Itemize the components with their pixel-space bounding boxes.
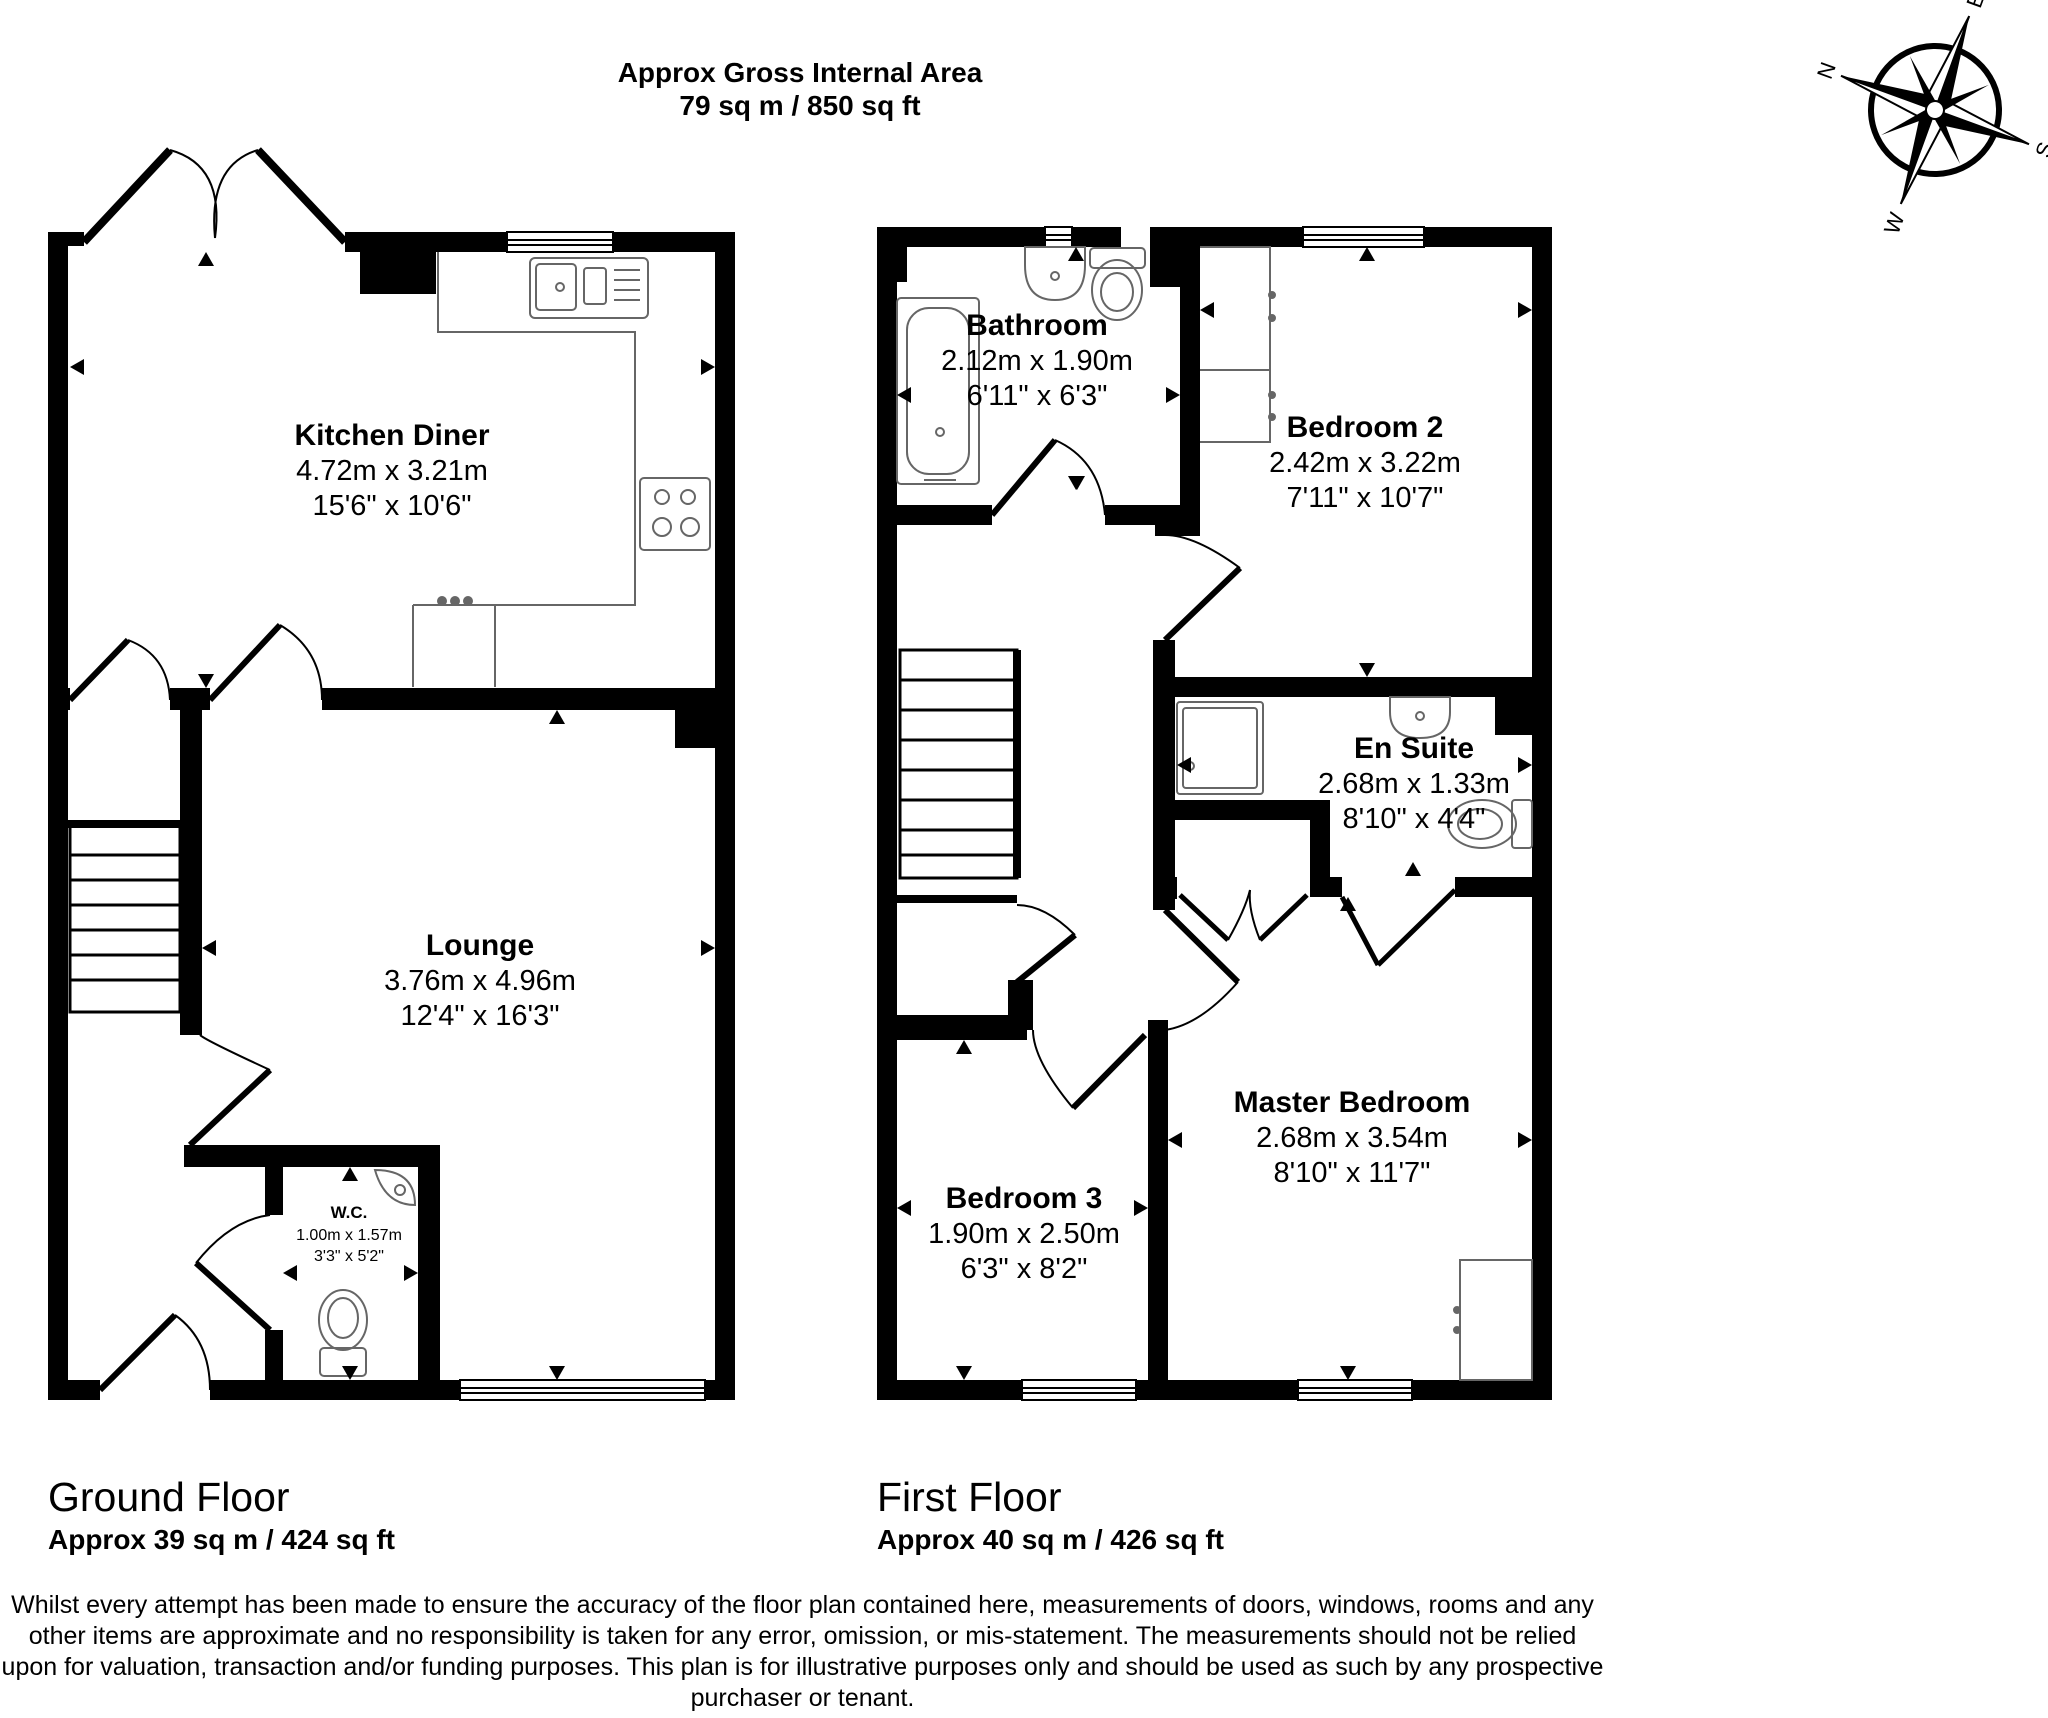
wc-fittings	[318, 1168, 417, 1377]
ground-floor-area: Approx 39 sq m / 424 sq ft	[48, 1524, 395, 1555]
ground-floor-plan	[48, 147, 735, 1401]
first-floor-name: First Floor	[877, 1474, 1062, 1520]
compass-s-label: S	[2030, 139, 2048, 161]
compass-w-label: W	[1879, 209, 1910, 237]
room-metric-wc: 1.00m x 1.57m	[296, 1227, 402, 1244]
first-floor-walls	[877, 227, 1552, 1400]
first-floor-area: Approx 40 sq m / 426 sq ft	[877, 1524, 1224, 1555]
room-name-lounge: Lounge	[426, 929, 534, 962]
room-imperial-bedroom3: 6'3" x 8'2"	[961, 1253, 1088, 1285]
room-metric-kitchen: 4.72m x 3.21m	[296, 455, 488, 487]
first-floor-orientation-arrows	[897, 247, 1532, 1380]
ground-floor-doors	[67, 147, 348, 1393]
kitchen-fittings	[412, 252, 711, 687]
room-name-kitchen: Kitchen Diner	[294, 419, 489, 452]
room-metric-lounge: 3.76m x 4.96m	[384, 965, 576, 997]
room-metric-master: 2.68m x 3.54m	[1256, 1122, 1448, 1154]
ground-floor-windows	[459, 231, 706, 1401]
room-name-bedroom2: Bedroom 2	[1287, 411, 1444, 444]
room-imperial-master: 8'10" x 11'7"	[1274, 1157, 1431, 1189]
room-metric-bathroom: 2.12m x 1.90m	[941, 345, 1133, 377]
header-title: Approx Gross Internal Area	[617, 57, 983, 88]
master-fittings	[1453, 1259, 1533, 1381]
first-floor-windows	[1021, 226, 1425, 1401]
ground-floor-orientation-arrows	[70, 252, 715, 1380]
room-name-bedroom3: Bedroom 3	[946, 1182, 1103, 1215]
room-metric-ensuite: 2.68m x 1.33m	[1318, 768, 1510, 800]
room-imperial-ensuite: 8'10" x 4'4"	[1343, 803, 1486, 835]
disclaimer: Whilst every attempt has been made to en…	[1, 1591, 1604, 1712]
room-imperial-bedroom2: 7'11" x 10'7"	[1287, 482, 1444, 514]
compass-star-icon	[1840, 15, 2030, 205]
first-floor-stairs	[898, 648, 1021, 880]
compass-rose: N E S W	[1812, 0, 2048, 237]
room-imperial-bathroom: 6'11" x 6'3"	[967, 380, 1108, 412]
first-floor-doors	[989, 438, 1457, 1111]
room-imperial-wc: 3'3" x 5'2"	[314, 1248, 384, 1265]
ground-floor-caption: Ground Floor Approx 39 sq m / 424 sq ft	[48, 1474, 395, 1556]
first-floor-plan	[877, 226, 1552, 1401]
room-name-wc: W.C.	[331, 1203, 368, 1222]
bedroom2-fittings	[1200, 246, 1276, 443]
ground-floor-stairs	[68, 820, 182, 1014]
room-imperial-lounge: 12'4" x 16'3"	[400, 1000, 559, 1032]
room-metric-bedroom3: 1.90m x 2.50m	[928, 1218, 1120, 1250]
room-name-ensuite: En Suite	[1354, 732, 1474, 765]
room-labels: Kitchen Diner 4.72m x 3.21m 15'6" x 10'6…	[294, 309, 1509, 1285]
header: Approx Gross Internal Area 79 sq m / 850…	[520, 56, 1080, 122]
compass-n-label: N	[1812, 59, 1841, 82]
room-metric-bedroom2: 2.42m x 3.22m	[1269, 447, 1461, 479]
ground-floor-name: Ground Floor	[48, 1474, 290, 1520]
first-floor-caption: First Floor Approx 40 sq m / 426 sq ft	[877, 1474, 1224, 1556]
room-imperial-kitchen: 15'6" x 10'6"	[312, 490, 471, 522]
header-total-area: 79 sq m / 850 sq ft	[679, 90, 921, 121]
room-name-bathroom: Bathroom	[966, 309, 1108, 342]
room-name-master: Master Bedroom	[1234, 1086, 1471, 1119]
ground-floor-walls	[48, 232, 735, 1400]
compass-e-label: E	[1961, 0, 1990, 11]
